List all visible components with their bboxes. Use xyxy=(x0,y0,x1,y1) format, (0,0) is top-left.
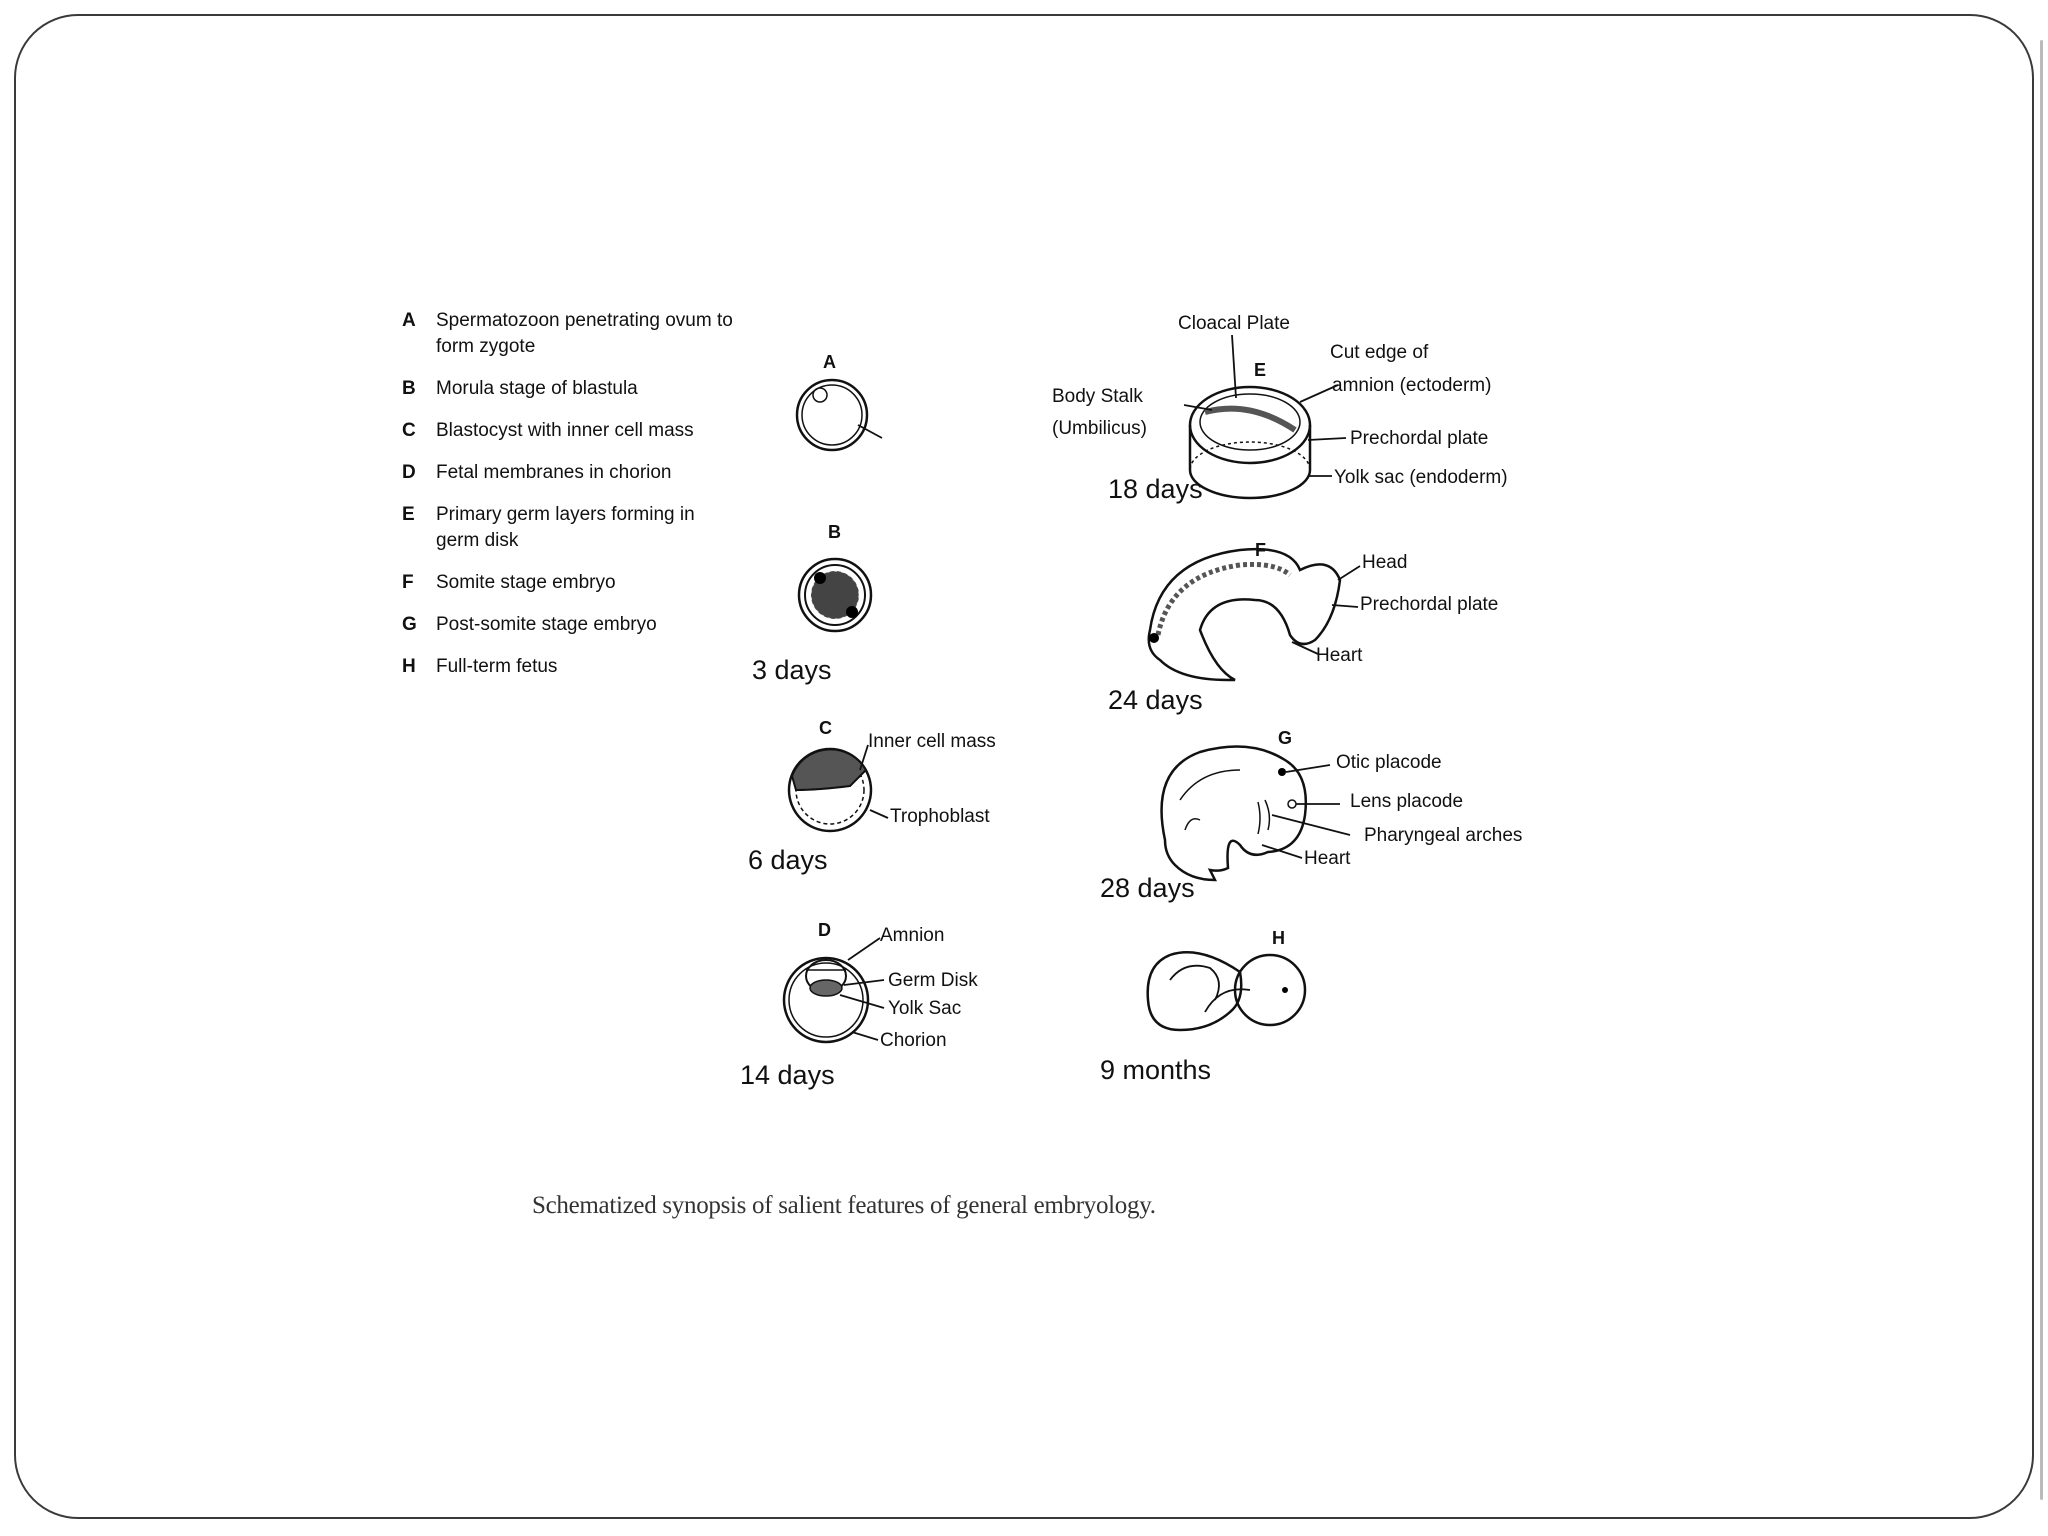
label-cut-edge-of: Cut edge of xyxy=(1330,342,1429,363)
age-label-h: 9 months xyxy=(1100,1055,1212,1085)
legend-item-g: G Post-somite stage embryo xyxy=(402,612,742,638)
legend-text: Post-somite stage embryo xyxy=(436,614,657,635)
label-germ-disk: Germ Disk xyxy=(888,970,978,991)
age-label-d: 14 days xyxy=(740,1060,835,1090)
label-heart-g: Heart xyxy=(1304,848,1351,869)
legend-letter: F xyxy=(402,572,414,593)
label-inner-cell-mass: Inner cell mass xyxy=(868,731,996,752)
label-prechordal-plate-f: Prechordal plate xyxy=(1360,594,1499,615)
label-prechordal-plate-e: Prechordal plate xyxy=(1350,428,1489,449)
stage-letter-f: F xyxy=(1255,540,1266,560)
slide-shadow xyxy=(2040,40,2043,1500)
age-label-f: 24 days xyxy=(1108,685,1203,715)
blastocyst-drawing xyxy=(787,744,889,833)
stage-letter-a: A xyxy=(823,352,836,372)
slide-frame xyxy=(14,14,2034,1519)
legend-text: Primary germ layers forming in germ disk xyxy=(436,504,695,551)
label-pharyngeal-arches: Pharyngeal arches xyxy=(1364,825,1523,846)
stage-letter-h: H xyxy=(1272,928,1285,948)
legend-item-b: B Morula stage of blastula xyxy=(402,376,742,402)
legend-letter: D xyxy=(402,462,416,483)
label-head: Head xyxy=(1362,552,1408,573)
stage-legend: A Spermatozoon penetrating ovum to form z… xyxy=(402,308,742,696)
stage-letter-c: C xyxy=(819,718,832,738)
legend-letter: A xyxy=(402,310,416,331)
figure-caption: Schematized synopsis of salient features… xyxy=(532,1192,1156,1219)
legend-item-c: C Blastocyst with inner cell mass xyxy=(402,418,742,444)
legend-item-a: A Spermatozoon penetrating ovum to form z… xyxy=(402,308,742,360)
stage-letter-d: D xyxy=(818,920,831,940)
zygote-drawing xyxy=(795,378,883,452)
label-cloacal-plate: Cloacal Plate xyxy=(1178,313,1290,334)
label-body-stalk: Body Stalk xyxy=(1052,386,1143,407)
label-yolk-sac-endoderm: Yolk sac (endoderm) xyxy=(1334,467,1508,488)
legend-text: Fetal membranes in chorion xyxy=(436,462,672,483)
age-label-e: 18 days xyxy=(1108,474,1203,504)
legend-item-e: E Primary germ layers forming in germ dis… xyxy=(402,502,742,554)
legend-text: Blastocyst with inner cell mass xyxy=(436,420,694,441)
label-umbilicus: (Umbilicus) xyxy=(1052,418,1147,439)
post-somite-embryo-drawing xyxy=(1160,745,1351,882)
morula-drawing xyxy=(797,557,873,633)
somite-embryo-drawing xyxy=(1147,548,1361,682)
label-amnion-ectoderm: amnion (ectoderm) xyxy=(1332,375,1492,396)
age-label-b: 3 days xyxy=(752,655,832,685)
germ-disk-drawing xyxy=(1183,334,1347,500)
legend-text: Morula stage of blastula xyxy=(436,378,638,399)
label-chorion: Chorion xyxy=(880,1030,947,1051)
legend-text: Full-term fetus xyxy=(436,656,558,677)
label-lens-placode: Lens placode xyxy=(1350,791,1464,812)
legend-letter: H xyxy=(402,656,416,677)
label-heart-f: Heart xyxy=(1316,645,1363,666)
legend-text: Spermatozoon penetrating ovum to form zy… xyxy=(436,310,733,357)
legend-letter: C xyxy=(402,420,416,441)
label-amnion: Amnion xyxy=(880,925,945,946)
fetal-membranes-drawing xyxy=(782,937,885,1044)
legend-text: Somite stage embryo xyxy=(436,572,616,593)
stage-letter-g: G xyxy=(1278,728,1293,748)
age-label-c: 6 days xyxy=(748,845,828,875)
age-label-g: 28 days xyxy=(1100,873,1195,903)
stage-letter-b: B xyxy=(828,522,841,542)
label-otic-placode: Otic placode xyxy=(1336,752,1442,773)
legend-letter: G xyxy=(402,614,417,635)
fetus-drawing xyxy=(1146,951,1307,1032)
legend-letter: B xyxy=(402,378,416,399)
legend-item-d: D Fetal membranes in chorion xyxy=(402,460,742,486)
label-yolk-sac: Yolk Sac xyxy=(888,998,962,1019)
label-trophoblast: Trophoblast xyxy=(890,806,990,827)
legend-letter: E xyxy=(402,504,415,525)
legend-item-f: F Somite stage embryo xyxy=(402,570,742,596)
legend-item-h: H Full-term fetus xyxy=(402,654,742,680)
stage-letter-e: E xyxy=(1254,360,1267,380)
